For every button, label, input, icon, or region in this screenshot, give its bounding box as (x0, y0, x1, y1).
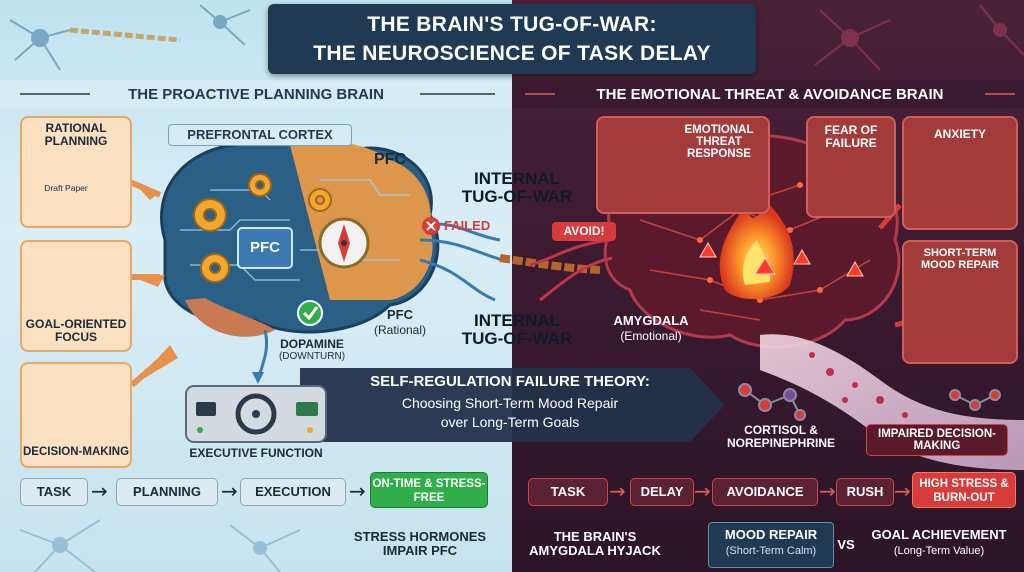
tug-of-war-top: INTERNAL TUG-OF-WAR (461, 169, 573, 206)
right-flow-burnout: HIGH STRESS & BURN-OUT (912, 472, 1016, 508)
amygdala-hijack-note: THE BRAIN'S AMYGDALA HYJACK (529, 529, 661, 558)
left-flow-arrow-1: → (91, 479, 108, 503)
right-section-title: THE EMOTIONAL THREAT & AVOIDANCE BRAIN (596, 86, 944, 103)
stress-hormones-note: STRESS HORMONES IMPAIR PFC (353, 529, 487, 558)
left-flow-arrow-2: → (221, 479, 238, 503)
title-line-2: THE NEUROSCIENCE OF TASK DELAY (313, 42, 711, 65)
rational-planning-card: RATIONAL PLANNING Draft Paper (20, 116, 132, 228)
left-section-title: THE PROACTIVE PLANNING BRAIN (128, 86, 384, 103)
impaired-decision-label: IMPAIRED DECISION-MAKING (866, 424, 1008, 457)
theory-line-1: Choosing Short-Term Mood Repair (401, 395, 619, 411)
short-term-mood-label: SHORT-TERM MOOD REPAIR (920, 247, 1000, 271)
mood-repair-sub: (Short-Term Calm) (725, 545, 817, 557)
pfc-rational-title: PFC (387, 307, 413, 322)
pfc-chip-label: PFC (250, 239, 280, 256)
left-flow-planning: PLANNING (116, 478, 218, 506)
right-flow-arrow-3: → (819, 479, 836, 503)
molecule-icon (738, 383, 1001, 421)
right-flow-task: TASK (528, 478, 608, 506)
goal-focus-label: GOAL-ORIENTED FOCUS (25, 317, 127, 344)
left-flow-execution: EXECUTION (240, 478, 346, 506)
failed-label: FAILED (444, 218, 491, 233)
rational-planning-label: RATIONAL PLANNING (44, 121, 108, 148)
left-flow-arrow-3: → (349, 479, 366, 503)
cortisol-label: CORTISOL & NOREPINEPHRINE (726, 423, 836, 450)
left-flow-task: TASK (20, 478, 88, 506)
emotional-threat-label: EMOTIONAL THREAT RESPONSE (684, 124, 754, 161)
decision-making-card: DECISION-MAKING (20, 362, 132, 468)
right-flow-arrow-2: → (694, 479, 711, 503)
anxiety-card: ANXIETY (902, 116, 1018, 230)
amygdala-sub: (Emotional) (620, 329, 682, 343)
check-icon (297, 300, 323, 326)
title-line-1: THE BRAIN'S TUG-OF-WAR: (367, 13, 657, 36)
avoid-label: AVOID! (552, 222, 616, 241)
theory-title: SELF-REGULATION FAILURE THEORY: (370, 373, 650, 390)
neuron-icon (9, 4, 251, 71)
mood-repair-title: MOOD REPAIR (724, 527, 818, 542)
warning-icon (699, 241, 864, 277)
decision-making-label: DECISION-MAKING (22, 446, 130, 458)
right-flow-arrow-1: → (609, 479, 626, 503)
prefrontal-cortex-label: PREFRONTAL CORTEX (168, 124, 352, 146)
right-flow-delay: DELAY (630, 478, 694, 506)
dopamine-title: DOPAMINE (280, 337, 344, 351)
executive-function-label: EXECUTIVE FUNCTION (189, 446, 323, 460)
theory-arrow (300, 368, 725, 442)
dopamine-sub: (DOWNTURN) (278, 351, 346, 362)
pfc-rational-sub: (Rational) (373, 323, 427, 337)
calendar-note: Draft Paper (44, 183, 88, 193)
goal-achievement-sub: (Long-Term Value) (893, 545, 985, 557)
title-banner: THE BRAIN'S TUG-OF-WAR: THE NEUROSCIENCE… (268, 4, 756, 74)
goal-achievement-title: GOAL ACHIEVEMENT (871, 527, 1007, 542)
right-flow-arrow-4: → (894, 479, 911, 503)
amygdala-title: AMYGDALA (613, 313, 689, 328)
gear-icon (193, 173, 332, 283)
anxiety-label: ANXIETY (933, 127, 986, 141)
pfc-label: PFC (374, 151, 406, 168)
emotional-threat-card: EMOTIONAL THREAT RESPONSE (596, 116, 770, 214)
vs-label: VS (837, 537, 855, 552)
mood-repair-box: MOOD REPAIR (Short-Term Calm) (708, 522, 834, 568)
right-flow-rush: RUSH (836, 478, 894, 506)
left-flow-on-time: ON-TIME & STRESS-FREE (370, 472, 488, 508)
right-flow-avoidance: AVOIDANCE (712, 478, 818, 506)
dashboard-icon (185, 385, 327, 443)
left-brain (160, 130, 440, 384)
fear-of-failure-card: FEAR OF FAILURE (806, 116, 896, 218)
x-icon (422, 217, 440, 235)
compass-icon (318, 217, 370, 269)
theory-line-2: over Long-Term Goals (440, 414, 580, 430)
goal-oriented-focus-card: GOAL-ORIENTED FOCUS (20, 240, 132, 352)
fear-of-failure-label: FEAR OF FAILURE (824, 123, 878, 150)
tug-of-war-bottom: INTERNAL TUG-OF-WAR (461, 311, 573, 348)
tug-rope (499, 254, 601, 274)
short-term-mood-card: SHORT-TERM MOOD REPAIR (902, 240, 1018, 364)
